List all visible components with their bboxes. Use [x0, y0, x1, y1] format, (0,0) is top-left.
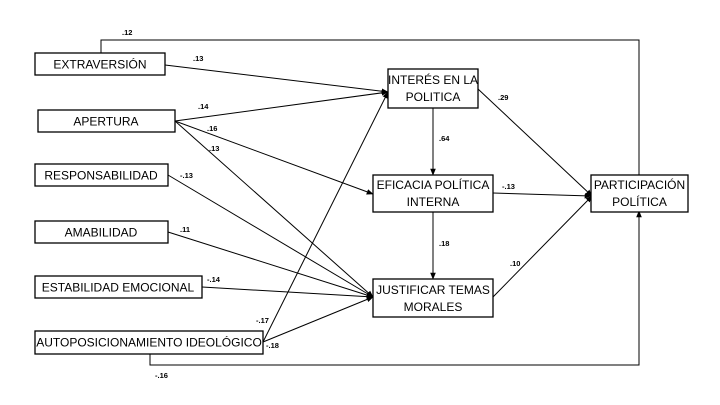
path-arrows	[100, 39, 642, 366]
mediator-moral-issues: JUSTIFICAR TEMAS MORALES	[372, 278, 494, 318]
coef-efficacy-moral: .18	[439, 239, 449, 248]
arrow-extraversion-participation	[100, 39, 642, 190]
arrow-efficacy-participation	[492, 192, 592, 199]
arrow-openness-interest	[174, 90, 389, 122]
coef-openness-efficacy: .16	[207, 124, 217, 133]
path-coefficients: .12 .13 .14 .16 .13 -.13 .11 -.14 -.17 -…	[122, 28, 520, 380]
coef-efficacy-participation: -.13	[502, 182, 515, 191]
outcome-political-participation: PARTICIPACIÓN POLÍTICA	[590, 174, 689, 213]
predictor-responsibility: RESPONSABILIDAD	[34, 163, 169, 187]
outcome-label-line2: POLÍTICA	[612, 194, 667, 209]
coef-responsibility-moral: -.13	[180, 171, 193, 180]
coef-ideology-participation: -.16	[155, 371, 168, 380]
arrow-moral-participation	[492, 195, 593, 298]
predictor-agreeableness: AMABILIDAD	[34, 220, 169, 244]
predictor-agreeableness-label: AMABILIDAD	[65, 226, 138, 240]
predictor-emotional-stability-label: ESTABILIDAD EMOCIONAL	[42, 281, 195, 295]
arrow-openness-moral	[174, 120, 374, 298]
arrow-openness-efficacy	[174, 120, 374, 195]
predictor-emotional-stability: ESTABILIDAD EMOCIONAL	[34, 275, 203, 299]
coef-extraversion-interest: .13	[193, 54, 203, 63]
arrow-responsibility-moral	[167, 174, 374, 298]
predictor-openness: APERTURA	[37, 109, 176, 133]
arrow-agreeableness-moral	[167, 231, 374, 298]
coef-openness-moral: .13	[209, 144, 219, 153]
predictor-ideological-self-placement-label: AUTOPOSICIONAMIENTO IDEOLÓGICO	[36, 335, 262, 350]
mediator-moral-issues-line1: JUSTIFICAR TEMAS	[376, 283, 490, 297]
mediator-internal-efficacy: EFICACIA POLÍTICA INTERNA	[372, 174, 494, 213]
coef-stability-moral: -.14	[207, 275, 221, 284]
arrow-extraversion-interest	[164, 64, 389, 95]
arrow-ideology-moral	[262, 296, 374, 343]
predictor-openness-label: APERTURA	[73, 115, 138, 129]
mediator-internal-efficacy-line1: EFICACIA POLÍTICA	[377, 177, 490, 192]
outcome-label-line1: PARTICIPACIÓN	[594, 177, 685, 192]
coef-ideology-interest: -.17	[256, 316, 269, 325]
coef-moral-participation: .10	[510, 259, 520, 268]
mediator-moral-issues-line2: MORALES	[404, 300, 463, 314]
predictor-ideological-self-placement: AUTOPOSICIONAMIENTO IDEOLÓGICO	[34, 330, 264, 355]
mediator-internal-efficacy-line2: INTERNA	[407, 195, 460, 209]
predictor-extraversion-label: EXTRAVERSIÓN	[53, 57, 146, 72]
arrow-interest-participation	[477, 88, 593, 197]
predictor-extraversion: EXTRAVERSIÓN	[34, 52, 166, 76]
coef-ideology-moral: -.18	[266, 341, 279, 350]
mediator-political-interest-line1: INTERÉS EN LA	[388, 72, 478, 87]
mediator-political-interest-line2: POLITICA	[406, 90, 461, 104]
predictor-responsibility-label: RESPONSABILIDAD	[44, 169, 158, 183]
coef-interest-efficacy: .64	[439, 134, 450, 143]
coef-agreeableness-moral: .11	[180, 225, 190, 234]
coef-openness-interest: .14	[198, 102, 209, 111]
arrow-ideology-interest	[262, 91, 389, 343]
mediator-political-interest: INTERÉS EN LA POLITICA	[387, 68, 479, 109]
coef-extraversion-participation: .12	[122, 28, 132, 37]
coef-interest-participation: .29	[498, 93, 508, 102]
arrow-ideology-participation	[149, 210, 642, 366]
